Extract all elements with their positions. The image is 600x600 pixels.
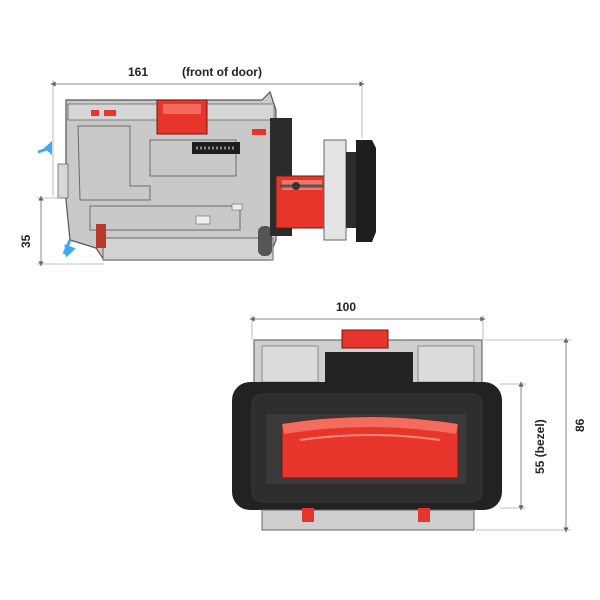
side-width-dimension: 161 (front of door) [50,65,365,196]
front-view: 100 [232,300,587,533]
bezel [232,382,502,510]
validator-body-front [253,329,483,385]
bill-exit-arrow-icon [62,239,76,258]
side-height-dimension: 35 [19,195,104,267]
indicator-led [91,110,99,116]
left-tab [57,163,69,199]
bezel-height-label: 55 (bezel) [533,419,547,474]
indicator-led [252,129,266,135]
connector [192,142,240,154]
front-width-dimension: 100 [249,300,486,340]
side-view: 161 (front of door) [19,65,376,267]
side-width-label: 161 [128,65,148,79]
front-of-door-label: (front of door) [182,65,262,79]
bezel-height-dimension: 55 (bezel) [500,381,547,511]
top-latch [156,99,208,135]
indicator-led [104,110,116,116]
side-height-label: 35 [19,234,33,248]
bezel-mount-side [270,118,376,242]
front-height-dimension: 86 [476,337,587,533]
front-height-label: 86 [573,418,587,432]
bill-entry-arrow-icon [37,141,52,155]
base-front [261,508,475,531]
front-width-label: 100 [336,300,356,314]
validator-body-side [65,90,277,261]
